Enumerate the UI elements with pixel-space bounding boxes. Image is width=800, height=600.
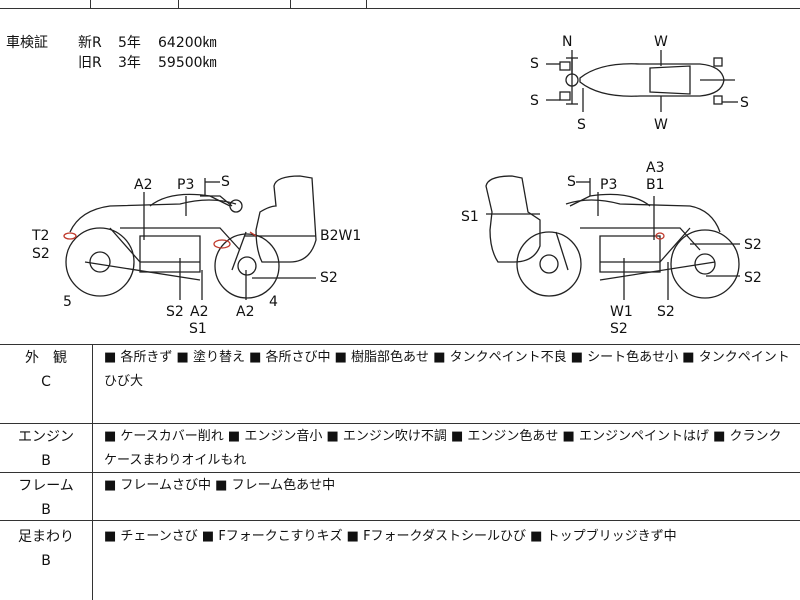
label-right-w1: W1 bbox=[610, 304, 633, 320]
top-border bbox=[0, 8, 800, 9]
top-divider bbox=[290, 0, 291, 8]
top-view-drawing bbox=[546, 50, 738, 112]
label-left-b2w1: B2W1 bbox=[320, 228, 362, 244]
label-left-s2: S2 bbox=[32, 246, 50, 262]
label-top-w: W bbox=[654, 34, 668, 50]
old-tag: 旧R bbox=[78, 55, 102, 71]
damage-marks bbox=[63, 231, 665, 249]
label-left-a2-top: A2 bbox=[134, 177, 153, 193]
right-side-view-drawing bbox=[485, 175, 740, 300]
label-top-s-left-low: S bbox=[530, 93, 539, 109]
label-right-a3: A3 bbox=[646, 160, 665, 176]
label-right-b1: B1 bbox=[646, 177, 665, 193]
grade-frame: B bbox=[41, 502, 51, 518]
label-right-s2-rear: S2 bbox=[657, 304, 675, 320]
row-divider bbox=[0, 520, 800, 521]
label-left-t2: T2 bbox=[32, 228, 50, 244]
label-left-p3: P3 bbox=[177, 177, 195, 193]
table-top-border bbox=[0, 344, 800, 345]
inspection-label: 車検証 bbox=[6, 35, 48, 51]
label-right-s1: S1 bbox=[461, 209, 479, 225]
new-tag: 新R bbox=[78, 35, 102, 51]
left-side-view-drawing bbox=[65, 175, 317, 300]
category-frame: フレーム bbox=[18, 478, 74, 494]
items-frame: ■ フレームさび中 ■ フレーム色あせ中 bbox=[104, 478, 336, 493]
label-left-s2-bottom: S2 bbox=[166, 304, 184, 320]
motorcycle-diagrams bbox=[63, 50, 740, 300]
category-suspension: 足まわり bbox=[18, 529, 74, 545]
label-left-a2-front: A2 bbox=[236, 304, 255, 320]
label-right-p3: P3 bbox=[600, 177, 618, 193]
label-right-s2-bottom: S2 bbox=[610, 321, 628, 337]
grade-suspension: B bbox=[41, 553, 51, 569]
label-left-a2-bottom: A2 bbox=[190, 304, 209, 320]
label-left-5: 5 bbox=[63, 294, 72, 310]
label-top-n: N bbox=[562, 34, 573, 50]
label-top-s-bottom: S bbox=[577, 117, 586, 133]
new-years: 5年 bbox=[118, 35, 141, 51]
top-divider bbox=[178, 0, 179, 8]
top-divider bbox=[90, 0, 91, 8]
new-km: 64200㎞ bbox=[158, 35, 217, 51]
items-engine: ■ ケースカバー削れ ■ エンジン音小 ■ エンジン吹け不調 ■ エンジン色あせ… bbox=[104, 429, 782, 468]
old-years: 3年 bbox=[118, 55, 141, 71]
grade-engine: B bbox=[41, 453, 51, 469]
category-exterior: 外 観 bbox=[25, 350, 67, 366]
label-top-w-bottom: W bbox=[654, 117, 668, 133]
label-left-s-top: S bbox=[221, 174, 230, 190]
label-right-s-top: S bbox=[567, 174, 576, 190]
label-top-s-right: S bbox=[740, 95, 749, 111]
label-right-s2-a: S2 bbox=[744, 237, 762, 253]
row-divider bbox=[0, 423, 800, 424]
category-engine: エンジン bbox=[18, 429, 74, 445]
items-exterior: ■ 各所きず ■ 塗り替え ■ 各所さび中 ■ 樹脂部色あせ ■ タンクペイント… bbox=[104, 350, 790, 389]
old-km: 59500㎞ bbox=[158, 55, 217, 71]
label-left-s1: S1 bbox=[189, 321, 207, 337]
label-left-s2-right: S2 bbox=[320, 270, 338, 286]
top-divider bbox=[366, 0, 367, 8]
grade-exterior: C bbox=[41, 374, 51, 390]
items-suspension: ■ チェーンさび ■ Fフォークこすりキズ ■ Fフォークダストシールひび ■ … bbox=[104, 529, 677, 544]
column-divider bbox=[92, 344, 93, 600]
label-left-4: 4 bbox=[269, 294, 278, 310]
label-top-s-left: S bbox=[530, 56, 539, 72]
label-right-s2-b: S2 bbox=[744, 270, 762, 286]
row-divider bbox=[0, 472, 800, 473]
